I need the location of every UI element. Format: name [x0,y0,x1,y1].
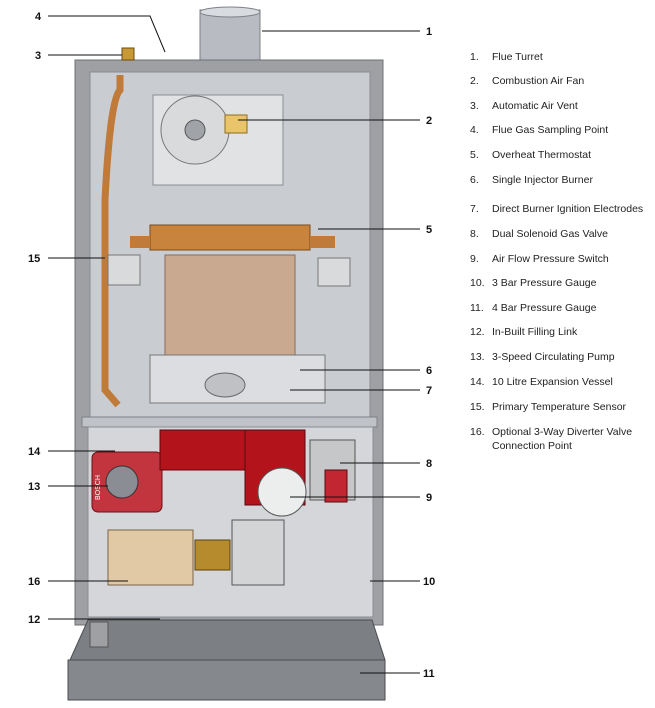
air-vent-cap [121,47,135,61]
legend-item: 8.Dual Solenoid Gas Valve [470,228,608,240]
callout-4: 4 [35,11,42,23]
callout-12: 12 [28,614,40,626]
callout-3: 3 [35,50,41,62]
combustion-air-fan [152,94,284,186]
callout-15: 15 [28,253,40,265]
left-bracket [107,254,141,286]
legend-item: 13.3-Speed Circulating Pump [470,351,615,363]
callout-11: 11 [423,668,435,680]
callout-10: 10 [423,576,435,588]
legend-item: 9.Air Flow Pressure Switch [470,253,609,265]
chamber-divider [81,416,378,428]
heat-exchanger [130,224,335,366]
callout-13: 13 [28,481,40,493]
callout-9: 9 [426,492,432,504]
leader-lines [48,15,420,674]
filling-link [89,621,109,648]
legend-item: 7.Direct Burner Ignition Electrodes [470,203,644,215]
legend-item: 15.Primary Temperature Sensor [470,401,627,413]
legend-item: 4.Flue Gas Sampling Point [470,124,609,136]
callout-1: 1 [426,26,432,38]
legend-item: 6.Single Injector Burner [470,174,593,186]
red-solenoid [324,469,348,503]
copper-flow-pipe [101,75,124,408]
legend-item: 10.3 Bar Pressure Gauge [470,277,597,289]
flue-turret [199,6,261,63]
legend-item: 11.4 Bar Pressure Gauge [470,302,597,314]
legend-item: 2.Combustion Air Fan [470,75,585,87]
callout-6: 6 [426,365,432,377]
hydraulic-block [107,529,194,586]
legend-item: 3.Automatic Air Vent [470,100,578,112]
legend-item: 12.In-Built Filling Link [470,326,578,338]
callout-5: 5 [426,224,432,236]
base-plinth [67,659,386,701]
callout-14: 14 [28,446,41,458]
legend-item: 1.Flue Turret [470,51,543,63]
callout-2: 2 [426,115,432,127]
pump-brand-label: BOSCH [95,475,102,500]
base-tray [69,619,386,661]
legend-item: 16.Optional 3-Way Diverter Valve Connect… [470,426,633,452]
callout-7: 7 [426,385,432,397]
legend-item: 14.10 Litre Expansion Vessel [470,376,613,388]
legend-item: 5.Overheat Thermostat [470,149,592,161]
callout-16: 16 [28,576,40,588]
callout-8: 8 [426,458,432,470]
circulating-pump: BOSCH [91,451,163,513]
air-flow-pressure-switch [257,467,307,517]
brass-diverter [194,539,231,571]
right-bracket [317,257,351,287]
control-box [231,519,285,586]
burner-assembly [149,354,326,404]
